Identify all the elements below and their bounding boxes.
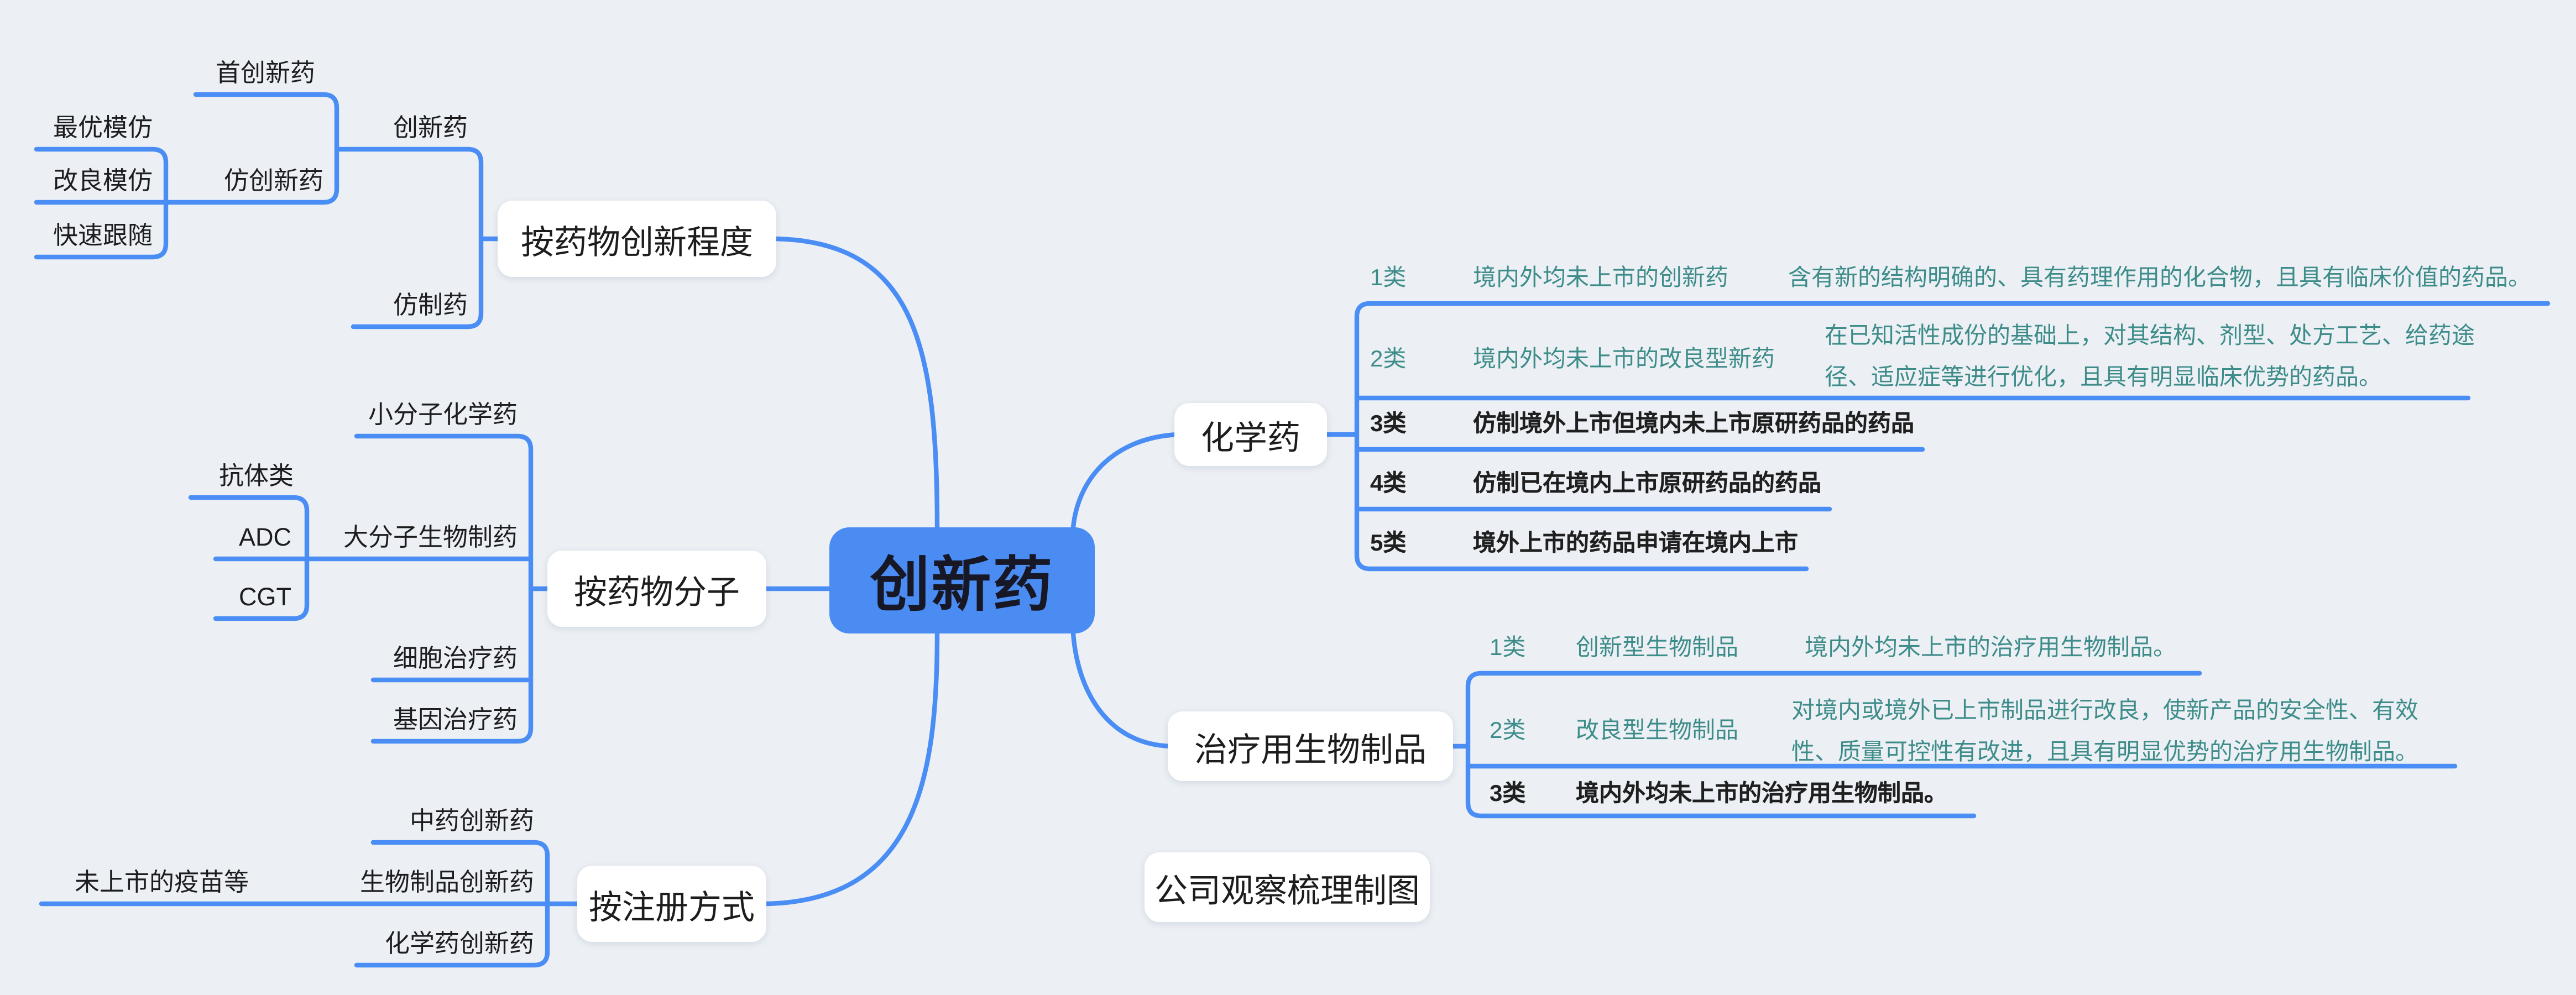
node-adc[interactable]: ADC bbox=[239, 524, 292, 552]
node-gene-therapy[interactable]: 基因治疗药 bbox=[393, 706, 518, 735]
node-fast-follow[interactable]: 快速跟随 bbox=[53, 222, 153, 250]
chemical-row1-note[interactable]: 含有新的结构明确的、具有药理作用的化合物，且具有临床价值的药品。 bbox=[1788, 264, 2531, 290]
node-imitative-innovation[interactable]: 仿创新药 bbox=[224, 167, 324, 196]
biologic-row3-class[interactable]: 3类 bbox=[1490, 779, 1526, 806]
node-antibody[interactable]: 抗体类 bbox=[219, 463, 294, 491]
chemical-row5-name[interactable]: 境外上市的药品申请在境内上市 bbox=[1473, 529, 1798, 556]
node-innovative-drug[interactable]: 创新药 bbox=[393, 114, 468, 143]
node-generic-drug[interactable]: 仿制药 bbox=[393, 292, 468, 320]
chemical-row2-note[interactable]: 在已知活性成份的基础上，对其结构、剂型、处方工艺、给药途径、适应症等进行优化，且… bbox=[1825, 322, 2475, 390]
node-biologic-innovative[interactable]: 生物制品创新药 bbox=[360, 869, 535, 897]
branch-box-registration[interactable]: 按注册方式 bbox=[577, 866, 766, 942]
edge-antibody-cgt-bracket bbox=[188, 495, 310, 621]
edge-center-to-chemical-curve bbox=[1070, 432, 1180, 530]
biologic-row2-class[interactable]: 2类 bbox=[1490, 716, 1526, 743]
branch-box-biologic[interactable]: 治疗用生物制品 bbox=[1168, 711, 1453, 781]
node-first-in-class[interactable]: 首创新药 bbox=[216, 60, 316, 88]
chemical-row3-name[interactable]: 仿制境外上市但境内未上市原研药品的药品 bbox=[1473, 410, 1914, 436]
watermark-node[interactable]: 公司观察梳理制图 bbox=[1145, 852, 1430, 922]
branch-box-molecule[interactable]: 按药物分子 bbox=[547, 551, 766, 627]
edge-center-to-biologic-curve bbox=[1070, 631, 1174, 749]
edge-molecule-main-bracket bbox=[354, 433, 534, 744]
node-improved-imitation[interactable]: 改良模仿 bbox=[53, 167, 153, 196]
node-small-molecule[interactable]: 小分子化学药 bbox=[368, 401, 518, 430]
node-tcm-innovative[interactable]: 中药创新药 bbox=[410, 808, 535, 836]
chemical-row4-class[interactable]: 4类 bbox=[1370, 469, 1407, 496]
node-cell-therapy[interactable]: 细胞治疗药 bbox=[393, 645, 518, 673]
chemical-row3-class[interactable]: 3类 bbox=[1370, 410, 1407, 436]
node-best-imitation[interactable]: 最优模仿 bbox=[53, 114, 153, 143]
branch-box-chemical[interactable]: 化学药 bbox=[1174, 403, 1327, 466]
biologic-row1-class[interactable]: 1类 bbox=[1490, 633, 1526, 660]
biologic-row2-name[interactable]: 改良型生物制品 bbox=[1576, 716, 1738, 743]
biologic-row3-name[interactable]: 境内外均未上市的治疗用生物制品。 bbox=[1576, 779, 1947, 806]
node-cgt[interactable]: CGT bbox=[239, 584, 292, 612]
edge-registration-to-center-curve bbox=[764, 631, 940, 907]
biologic-row1-note[interactable]: 境内外均未上市的治疗用生物制品。 bbox=[1805, 633, 2176, 660]
node-unlisted-vaccine[interactable]: 未上市的疫苗等 bbox=[75, 869, 249, 897]
chemical-row5-class[interactable]: 5类 bbox=[1370, 529, 1407, 556]
chemical-row4-name[interactable]: 仿制已在境内上市原研药品的药品 bbox=[1473, 469, 1821, 496]
edge-degree-to-center-curve bbox=[774, 236, 940, 530]
node-chemical-innovative[interactable]: 化学药创新药 bbox=[385, 930, 535, 959]
chemical-row1-name[interactable]: 境内外均未上市的创新药 bbox=[1473, 264, 1728, 290]
chemical-row2-name[interactable]: 境内外均未上市的改良型新药 bbox=[1473, 345, 1775, 371]
branch-box-degree[interactable]: 按药物创新程度 bbox=[498, 201, 776, 277]
biologic-row1-name[interactable]: 创新型生物制品 bbox=[1576, 633, 1738, 660]
center-node[interactable]: 创新药 bbox=[829, 527, 1095, 633]
biologic-row2-note[interactable]: 对境内或境外已上市制品进行改良，使新产品的安全性、有效性、质量可控性有改进，且具… bbox=[1791, 696, 2418, 765]
node-large-molecule[interactable]: 大分子生物制药 bbox=[343, 524, 518, 552]
chemical-row1-class[interactable]: 1类 bbox=[1370, 264, 1407, 290]
chemical-row2-class[interactable]: 2类 bbox=[1370, 345, 1407, 371]
